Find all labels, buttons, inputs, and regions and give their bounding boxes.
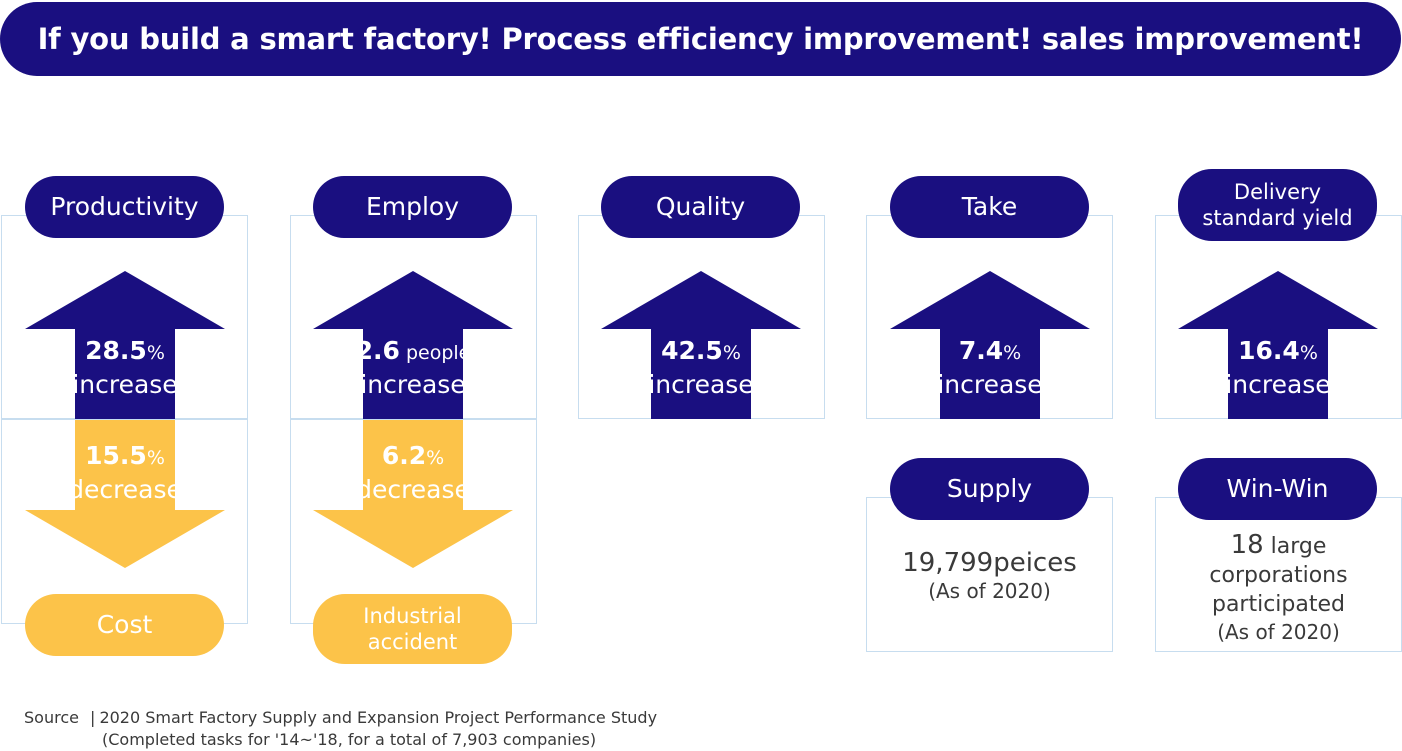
page-title: If you build a smart factory! Process ef… bbox=[37, 22, 1364, 56]
source-label: Source bbox=[24, 708, 79, 727]
productivity-up-arrow: 28.5% increase bbox=[25, 271, 225, 419]
source-line1: 2020 Smart Factory Supply and Expansion … bbox=[99, 708, 658, 727]
industrial-accident-label: Industrial accident bbox=[313, 594, 512, 664]
winwin-note: (As of 2020) bbox=[1217, 620, 1340, 644]
title-banner: If you build a smart factory! Process ef… bbox=[0, 2, 1401, 76]
delivery-up-arrow: 16.4% increase bbox=[1178, 271, 1378, 419]
cost-down-arrow: 15.5% decrease bbox=[25, 420, 225, 568]
cost-down-value: 15.5 bbox=[85, 441, 147, 470]
source-line2: (Completed tasks for '14~'18, for a tota… bbox=[102, 730, 597, 749]
supply-note: (As of 2020) bbox=[928, 579, 1051, 603]
winwin-box bbox=[1155, 497, 1402, 652]
supply-info: 19,799peices (As of 2020) bbox=[866, 547, 1113, 603]
quality-label: Quality bbox=[601, 176, 800, 238]
productivity-up-unit: % bbox=[146, 342, 165, 364]
take-up-word: increase bbox=[937, 370, 1043, 399]
take-up-unit: % bbox=[1003, 342, 1022, 364]
employ-up-value: 2.6 bbox=[355, 336, 400, 365]
cost-down-word: decrease bbox=[68, 475, 182, 504]
winwin-line2: corporations bbox=[1209, 563, 1348, 588]
quality-up-arrow: 42.5% increase bbox=[601, 271, 801, 419]
quality-up-word: increase bbox=[648, 370, 754, 399]
take-label: Take bbox=[890, 176, 1089, 238]
employ-up-unit: people bbox=[399, 342, 471, 364]
productivity-up-value: 28.5 bbox=[85, 336, 147, 365]
winwin-info: 18 large corporations participated (As o… bbox=[1155, 531, 1402, 645]
winwin-value-suffix: large bbox=[1263, 534, 1327, 559]
quality-up-unit: % bbox=[722, 342, 741, 364]
accident-down-value: 6.2 bbox=[381, 441, 427, 470]
winwin-line3: participated bbox=[1211, 592, 1345, 617]
delivery-up-unit: % bbox=[1299, 342, 1318, 364]
employ-up-arrow: 2.6 people increase bbox=[313, 271, 513, 419]
quality-up-value: 42.5 bbox=[661, 336, 723, 365]
take-up-arrow: 7.4% increase bbox=[890, 271, 1090, 419]
cost-label: Cost bbox=[25, 594, 224, 656]
winwin-value: 18 bbox=[1230, 530, 1264, 560]
productivity-label: Productivity bbox=[25, 176, 224, 238]
delivery-up-value: 16.4 bbox=[1238, 336, 1300, 365]
employ-label: Employ bbox=[313, 176, 512, 238]
winwin-label: Win-Win bbox=[1178, 458, 1377, 520]
accident-down-word: decrease bbox=[356, 475, 470, 504]
supply-label: Supply bbox=[890, 458, 1089, 520]
accident-down-unit: % bbox=[426, 447, 445, 469]
supply-value: 19,799peices bbox=[902, 548, 1077, 578]
accident-down-arrow: 6.2% decrease bbox=[313, 420, 513, 568]
source-separator: | bbox=[90, 708, 96, 727]
delivery-up-word: increase bbox=[1225, 370, 1331, 399]
source-note: Source |2020 Smart Factory Supply and Ex… bbox=[24, 707, 657, 751]
employ-up-word: increase bbox=[360, 370, 466, 399]
cost-down-unit: % bbox=[146, 447, 165, 469]
take-up-value: 7.4 bbox=[958, 336, 1004, 365]
delivery-label: Delivery standard yield bbox=[1178, 169, 1377, 241]
supply-box bbox=[866, 497, 1113, 652]
productivity-up-word: increase bbox=[72, 370, 178, 399]
